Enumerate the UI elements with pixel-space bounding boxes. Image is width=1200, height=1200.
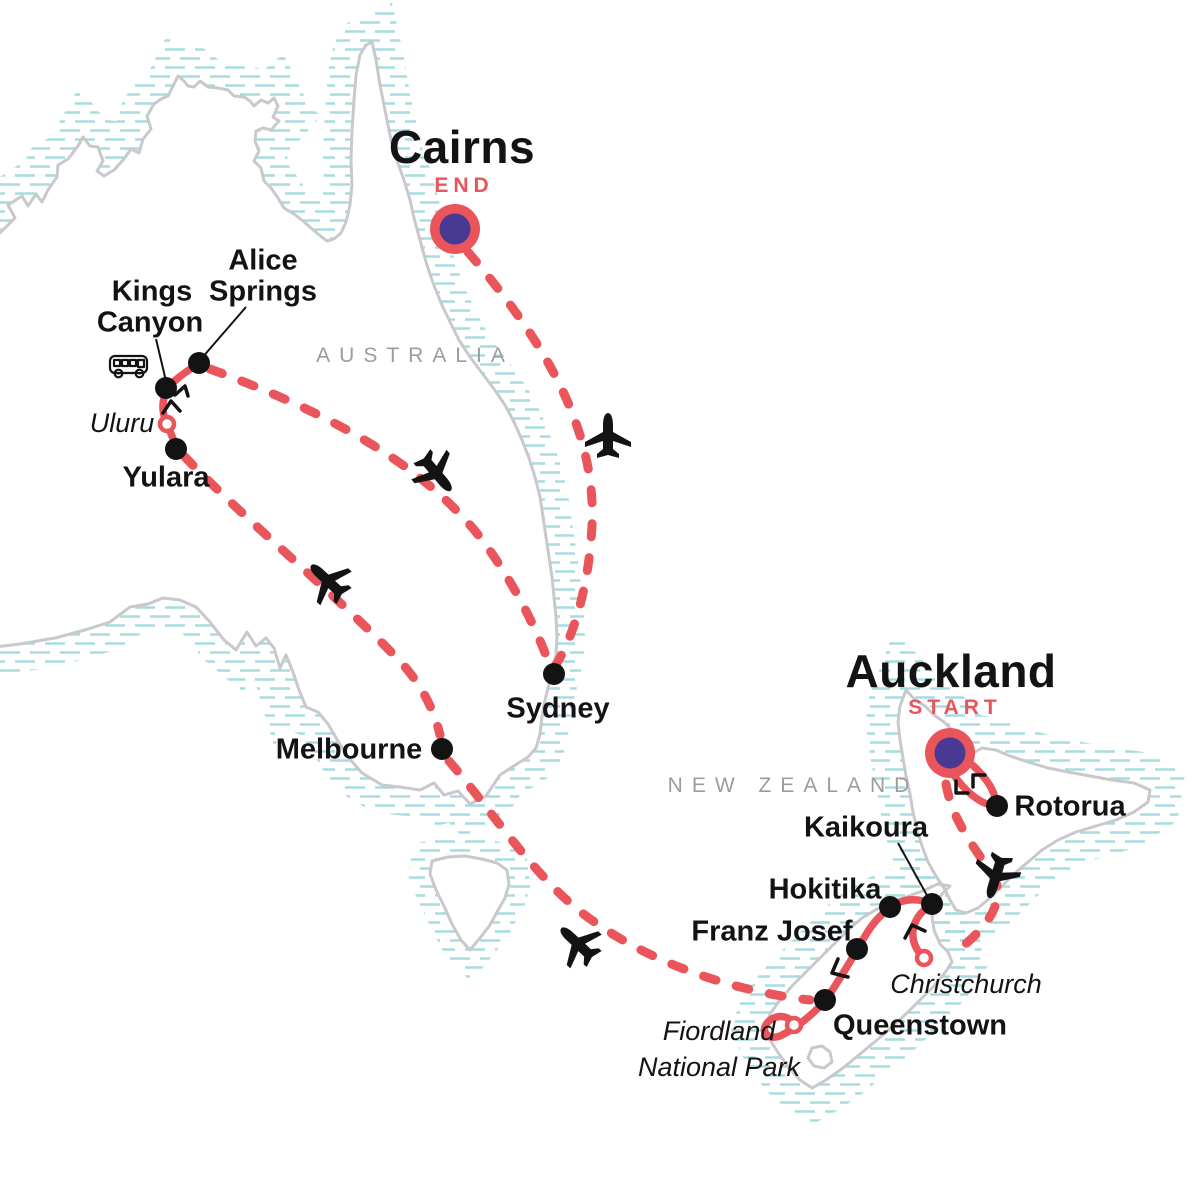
label-fiordland-line1: Fiordland (662, 1016, 776, 1046)
leader-lines (155, 306, 930, 900)
coastlines (0, 40, 1152, 1090)
label-sydney: Sydney (506, 692, 610, 725)
label-kaikoura: Kaikoura (803, 811, 929, 844)
label-hokitika: Hokitika (768, 873, 882, 906)
stop-dot-kings-canyon (155, 377, 177, 399)
leader-kaikoura (897, 842, 930, 900)
route-flight-melbourne-yulara (179, 451, 445, 740)
label-auckland: Auckland (845, 645, 1057, 697)
direction-chevrons (161, 384, 987, 979)
terminal-markers (430, 204, 975, 778)
chevron-icon (830, 957, 850, 979)
label-rotorua: Rotorua (1014, 790, 1126, 823)
lake-outline (806, 1044, 834, 1070)
stop-dot-melbourne (431, 738, 453, 760)
plane-icon (585, 413, 631, 458)
leader-alice-springs (200, 306, 247, 360)
stop-dot-rotorua (986, 795, 1008, 817)
sight-circle-fiordland (784, 1015, 804, 1035)
marker-auckland-start (925, 728, 975, 778)
bus-icon (108, 354, 149, 379)
label-fiordland-line2: National Park (637, 1052, 801, 1082)
stop-dot-kaikoura (921, 893, 943, 915)
route-flight-alice-springs-sydney (205, 364, 553, 666)
chevron-icon (971, 773, 987, 789)
label-yulara: Yulara (122, 461, 210, 494)
plane-icon (545, 911, 610, 976)
chevron-icon (903, 923, 927, 940)
label-region-new-zealand: NEW ZEALAND (667, 774, 919, 797)
stop-dot-yulara (165, 438, 187, 460)
label-kings-canyon-line2: Canyon (96, 306, 204, 339)
tag-start: START (908, 696, 1002, 719)
label-franz-josef: Franz Josef (691, 915, 853, 948)
sight-circle-uluru (157, 414, 177, 434)
sight-markers (157, 414, 934, 1035)
sight-circle-christchurch (914, 948, 934, 968)
stop-dot-franz-josef (846, 938, 868, 960)
stop-dot-queenstown (814, 989, 836, 1011)
label-region-australia: AUSTRALIA (316, 344, 514, 367)
leader-kings-canyon (155, 338, 167, 382)
chevron-icon (173, 384, 190, 398)
label-christchurch: Christchurch (890, 969, 1042, 999)
stop-dot-sydney (543, 663, 565, 685)
route-flight-sydney-cairns (463, 247, 597, 671)
label-queenstown: Queenstown (832, 1009, 1008, 1042)
chevron-icon (161, 399, 182, 415)
label-uluru: Uluru (89, 408, 155, 438)
label-melbourne: Melbourne (275, 733, 423, 766)
stop-markers (155, 352, 1008, 1011)
label-kings-canyon-line1: Kings (111, 275, 193, 308)
stop-dot-hokitika (879, 896, 901, 918)
label-alice-springs-line1: Alice (228, 244, 298, 277)
flight-routes (179, 247, 1003, 1005)
stop-dot-alice-springs (188, 352, 210, 374)
label-cairns: Cairns (388, 121, 536, 173)
tag-end: END (434, 174, 494, 197)
chevron-icon (954, 779, 970, 795)
marker-cairns-end (430, 204, 480, 254)
label-alice-springs-line2: Springs (209, 275, 317, 308)
route-flight-queenstown-melbourne (444, 756, 815, 1005)
